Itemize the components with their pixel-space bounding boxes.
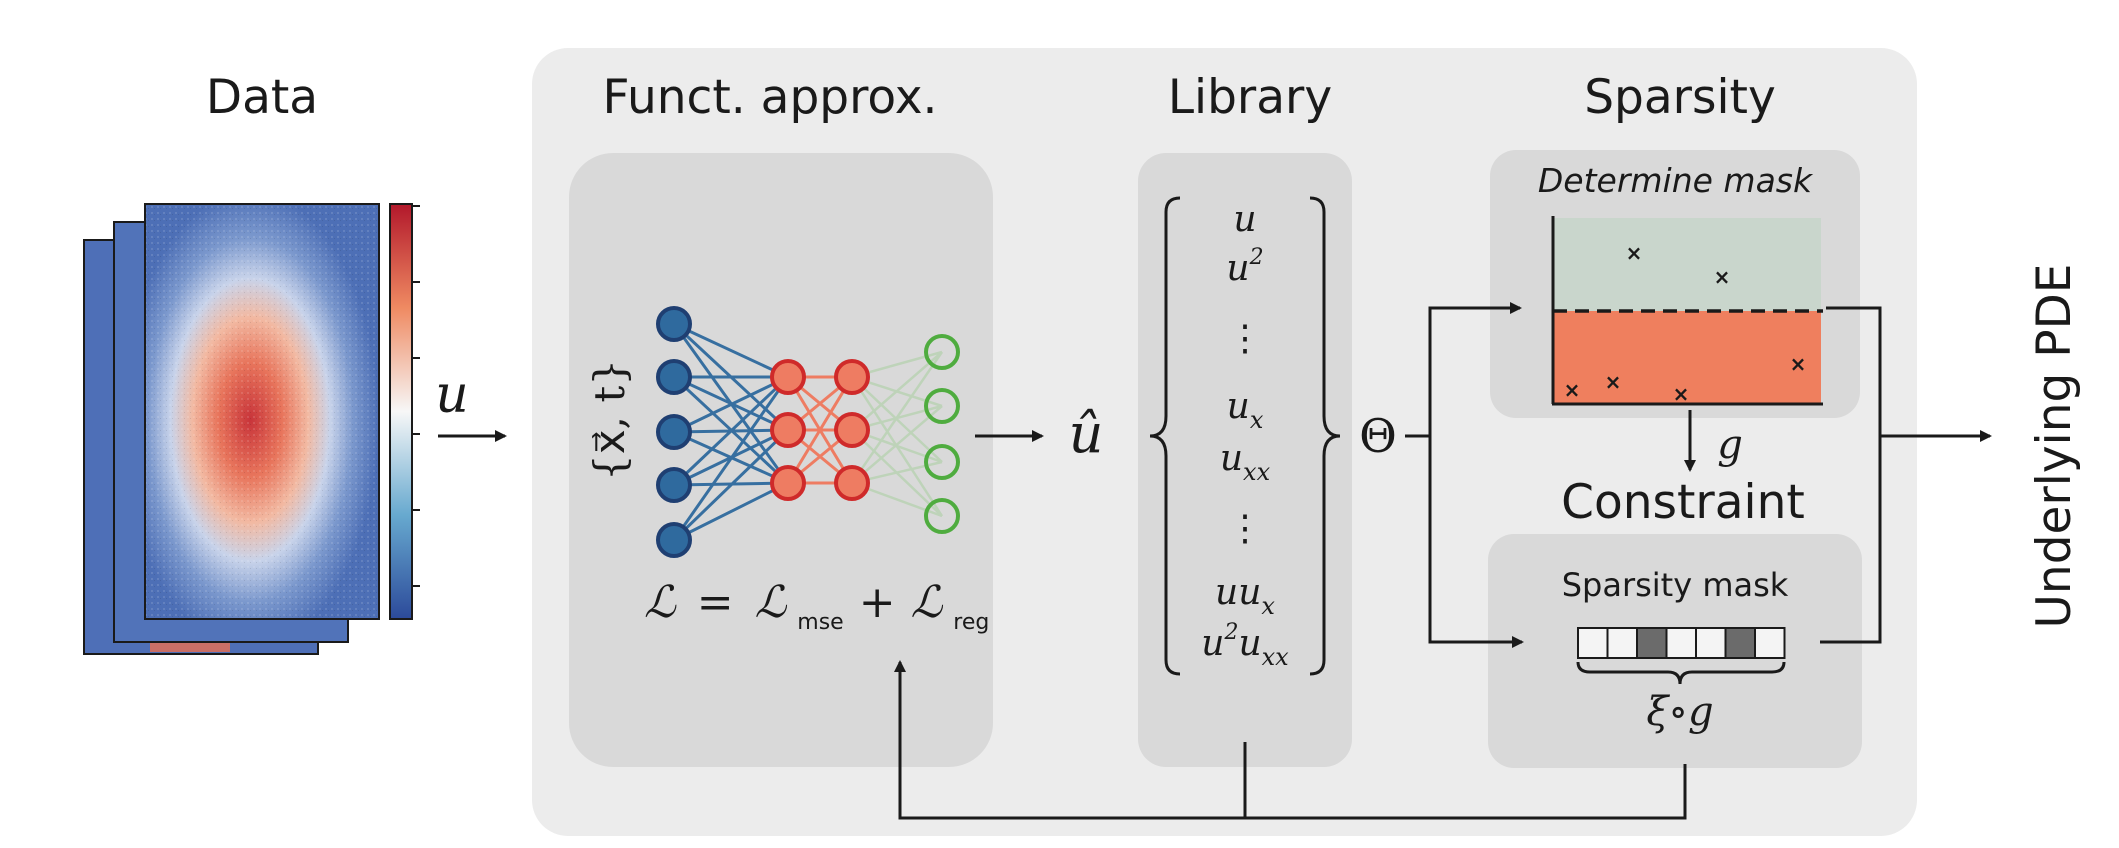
colorbar [389, 203, 420, 620]
nn-input-node [656, 306, 692, 342]
label-theta: Θ [1359, 409, 1397, 463]
nn-hidden-node [834, 412, 870, 448]
label-g: g [1717, 422, 1743, 468]
nn-hidden-node [834, 465, 870, 501]
nn-input-node [656, 359, 692, 395]
label-determine-mask: Determine mask [1538, 161, 1814, 200]
mask-cell [1636, 627, 1668, 659]
sparsity-mask-vector [1577, 627, 1786, 659]
nn-output-node [924, 444, 960, 480]
title-underlying-pde: Underlying PDE [2027, 264, 2082, 629]
library-term: uxx [1220, 438, 1271, 486]
library-term: ⋮ [1227, 318, 1263, 359]
connector-theta-to-constraint [1428, 436, 1524, 648]
coefficient-marker: × [1626, 241, 1643, 265]
mask-underbrace [1576, 661, 1786, 685]
library-panel [1138, 153, 1352, 767]
feedback-loop [894, 660, 1687, 820]
coefficient-marker: × [1790, 352, 1807, 376]
library-term: u2 [1226, 245, 1263, 289]
nn-input-node [656, 467, 692, 503]
mask-cell [1606, 627, 1638, 659]
nn-hidden-node [770, 359, 806, 395]
library-term: u2uxx [1201, 620, 1289, 671]
nn-hidden-node [770, 412, 806, 448]
title-funct-approx: Funct. approx. [602, 70, 937, 125]
mask-cell [1577, 627, 1609, 659]
neural-network [656, 306, 960, 558]
library-left-brace [1149, 196, 1181, 676]
label-u: u [435, 365, 469, 425]
title-sparsity: Sparsity [1584, 70, 1776, 125]
mask-cell [1695, 627, 1727, 659]
library-term: ⋮ [1227, 508, 1263, 549]
nn-input-node [656, 522, 692, 558]
nn-hidden-node [834, 359, 870, 395]
mask-cell [1724, 627, 1756, 659]
coefficient-marker: × [1673, 382, 1690, 406]
library-terms: u u2 ⋮ ux uxx ⋮ uux u2uxx [1201, 199, 1289, 671]
nn-output-node [924, 498, 960, 534]
nn-output-node [924, 334, 960, 370]
label-xi-g: ξ∘g [1646, 689, 1713, 735]
nn-output-node [924, 388, 960, 424]
library-right-brace [1309, 196, 1341, 676]
connector-mask-right [1820, 306, 1882, 644]
library-term: u [1233, 199, 1256, 240]
title-data: Data [206, 70, 318, 125]
mask-cell [1665, 627, 1697, 659]
coefficient-marker: × [1564, 378, 1581, 402]
label-u-hat: û [1069, 402, 1104, 465]
library-term: uux [1215, 572, 1275, 620]
coefficient-marker: × [1605, 370, 1622, 394]
nn-input-node [656, 414, 692, 450]
label-inputs: {x⃗, t} [585, 359, 634, 481]
mask-cell [1754, 627, 1786, 659]
connector-theta-to-mask [1405, 302, 1522, 438]
title-constraint: Constraint [1561, 475, 1805, 530]
mask-threshold-plot: × × × × × × [1551, 216, 1823, 406]
coefficient-marker: × [1714, 265, 1731, 289]
loss-equation: ℒ = ℒ mse + ℒ reg [644, 577, 989, 639]
data-stack [83, 203, 380, 655]
title-library: Library [1168, 70, 1332, 125]
label-sparsity-mask: Sparsity mask [1562, 566, 1789, 604]
nn-hidden-node [770, 465, 806, 501]
library-term: ux [1227, 386, 1264, 434]
